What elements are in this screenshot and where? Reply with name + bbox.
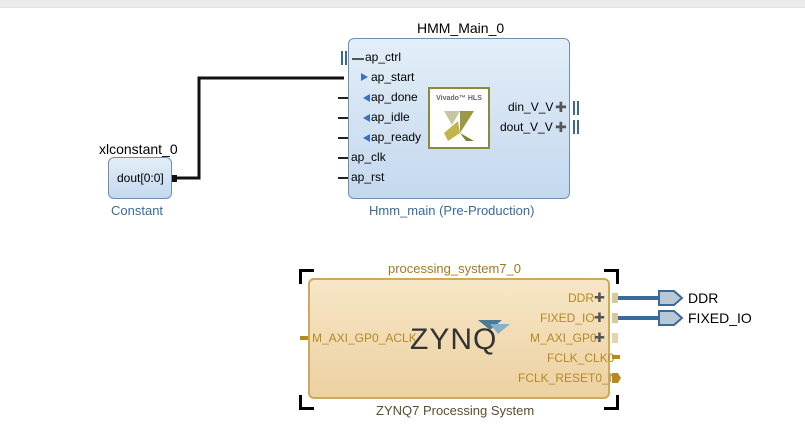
port-ap-idle[interactable]: ap_idle [371, 110, 410, 124]
din-bus-marker [573, 101, 575, 115]
fixed-io-stub [612, 313, 618, 323]
external-port-ddr[interactable]: DDR [688, 290, 719, 306]
port-ap-clk[interactable]: ap_clk [351, 150, 386, 164]
input-arrow-icon [361, 73, 368, 81]
din-bus-marker [577, 101, 579, 115]
selection-corner [299, 395, 314, 410]
wire-constant-to-ap-start [172, 76, 344, 180]
zynq-logo-text: ZYNQ [410, 323, 498, 356]
output-arrow-icon [363, 94, 370, 102]
external-port-fixed-io[interactable]: FIXED_IO [688, 310, 752, 326]
selection-corner [604, 395, 619, 410]
ddr-stub [612, 293, 618, 303]
fclk-clk0-stub [612, 355, 620, 359]
vivado-hls-logo-text: Vivado™ HLS [436, 95, 482, 102]
constant-ip-name: Constant [111, 203, 164, 218]
expand-plus-icon[interactable]: ✚ [594, 290, 605, 305]
port-ap-ready[interactable]: ap_ready [371, 130, 422, 144]
fixed-io-port-symbol [658, 310, 684, 326]
constant-port-marker [170, 175, 177, 182]
port-ap-ctrl[interactable]: ap_ctrl [365, 50, 402, 64]
output-arrow-icon [363, 114, 370, 122]
zynq-ip-name: ZYNQ7 Processing System [376, 403, 535, 418]
selection-corner [604, 269, 619, 284]
canvas-top-bar [0, 0, 805, 8]
port-ddr[interactable]: DDR [568, 291, 594, 305]
ap-ctrl-bus-marker [345, 51, 347, 65]
m-axi-aclk-stub [300, 336, 309, 340]
dout-bus-marker [573, 120, 575, 134]
constant-instance-name: xlconstant_0 [99, 141, 178, 157]
ap-ctrl-bus-marker [341, 51, 343, 65]
port-dout-v-v[interactable]: dout_V_V [500, 120, 553, 134]
constant-block[interactable] [108, 157, 172, 199]
zynq-ps-block[interactable] [308, 278, 610, 399]
port-ap-rst[interactable]: ap_rst [351, 170, 385, 184]
expand-plus-icon[interactable]: ✚ [555, 99, 567, 115]
fclk-reset-stub [612, 373, 621, 383]
selection-corner [299, 269, 314, 284]
zynq-instance-name: processing_system7_0 [388, 261, 521, 276]
port-ap-done[interactable]: ap_done [371, 90, 418, 104]
output-arrow-icon [363, 134, 370, 142]
port-fixed-io[interactable]: FIXED_IO [540, 311, 595, 325]
m-axi-gp0-stub [612, 333, 618, 343]
expand-plus-icon[interactable]: ✚ [555, 119, 567, 135]
hmm-ip-name: Hmm_main (Pre-Production) [369, 203, 535, 218]
hmm-instance-name: HMM_Main_0 [417, 20, 505, 36]
port-din-v-v[interactable]: din_V_V [508, 100, 554, 114]
port-m-axi-gp0-aclk[interactable]: M_AXI_GP0_ACLK [312, 331, 417, 345]
vivado-hls-logo: Vivado™ HLS [428, 87, 490, 149]
port-fclk-reset0-n[interactable]: FCLK_RESET0_N [518, 371, 618, 385]
hls-logo-graphic [444, 111, 474, 141]
port-fclk-clk0[interactable]: FCLK_CLK0 [547, 351, 615, 365]
zynq-logo-mark [478, 320, 510, 334]
ddr-port-symbol [658, 290, 684, 306]
port-ap-start[interactable]: ap_start [371, 70, 415, 84]
ap-ctrl-collapse-icon[interactable] [352, 58, 364, 60]
dout-bus-marker [577, 120, 579, 134]
port-dout[interactable]: dout[0:0] [117, 171, 164, 185]
expand-plus-icon[interactable]: ✚ [594, 330, 605, 345]
expand-plus-icon[interactable]: ✚ [594, 310, 605, 325]
port-m-axi-gp0[interactable]: M_AXI_GP0 [530, 331, 597, 345]
